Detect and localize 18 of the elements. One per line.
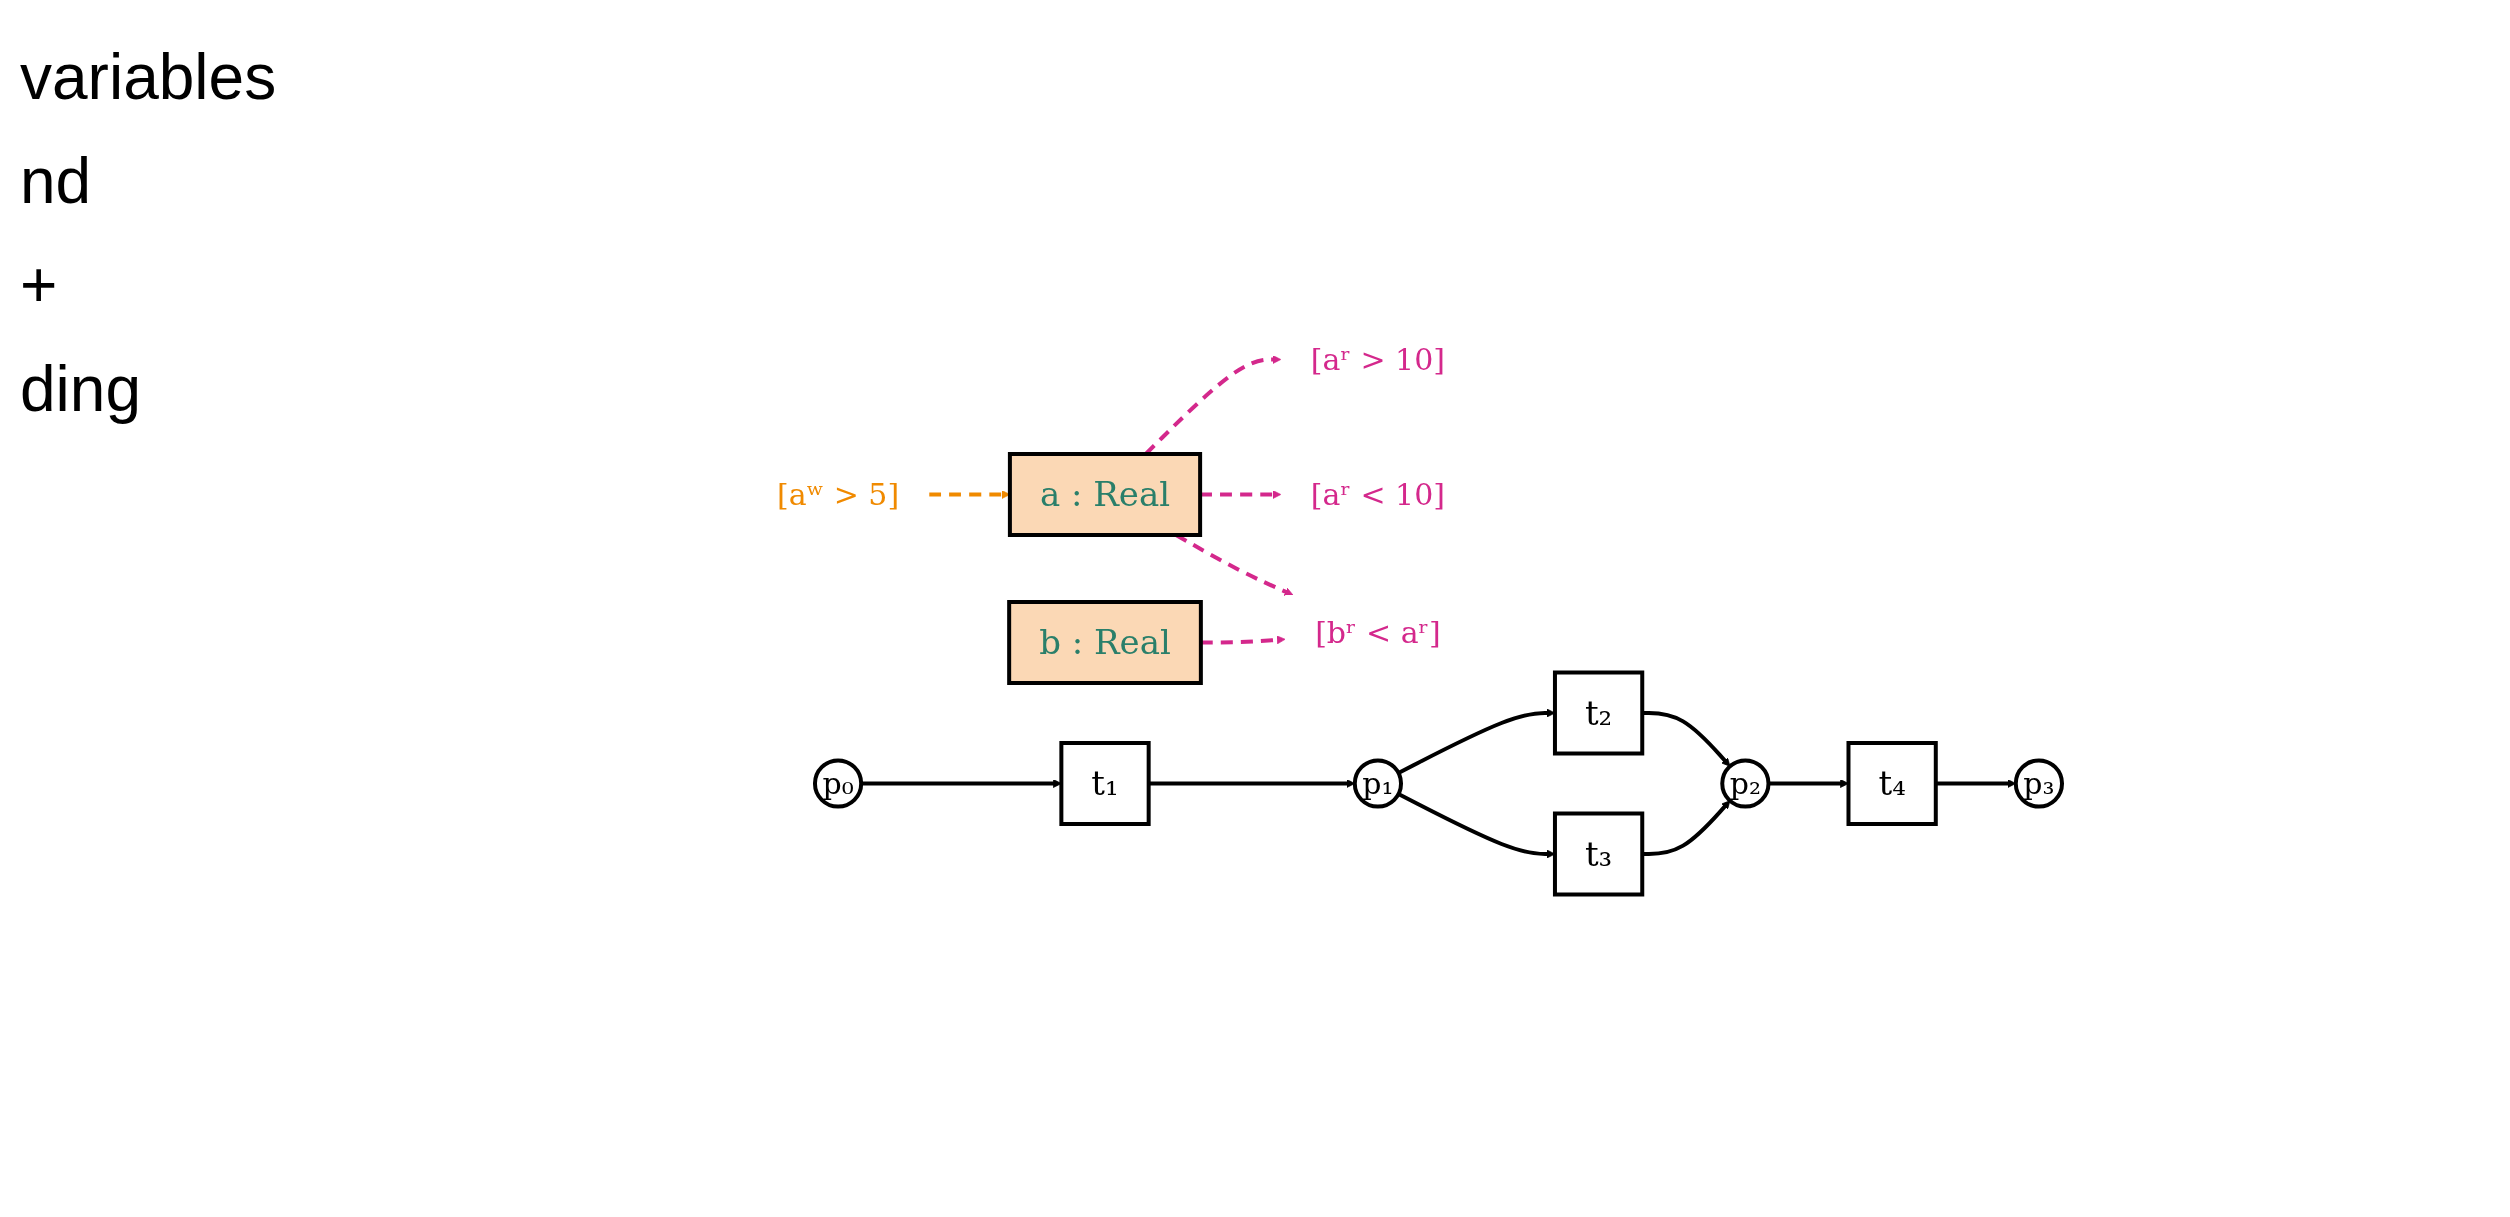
- node-circle: p₂: [1720, 758, 1771, 809]
- note-text: variables: [20, 40, 278, 114]
- node-text: [aʳ < 10]: [1311, 477, 1446, 513]
- note-text: +: [20, 248, 59, 322]
- node-circle: p₁: [1353, 758, 1404, 809]
- node-box: t₂: [1553, 670, 1645, 756]
- node-box: b : Real: [1007, 600, 1204, 686]
- node-box: t₄: [1846, 741, 1939, 827]
- node-box: a : Real: [1008, 452, 1203, 538]
- node-circle: p₃: [2014, 758, 2065, 809]
- node-text: [bʳ < aʳ]: [1315, 615, 1442, 651]
- note-text: ding: [20, 352, 142, 426]
- node-circle: p₀: [813, 758, 864, 809]
- note-text: nd: [20, 144, 93, 218]
- node-box: t₁: [1059, 741, 1152, 827]
- node-text: [aʷ > 5]: [777, 477, 900, 513]
- node-text: [aʳ > 10]: [1311, 342, 1446, 378]
- node-box: t₃: [1553, 811, 1645, 897]
